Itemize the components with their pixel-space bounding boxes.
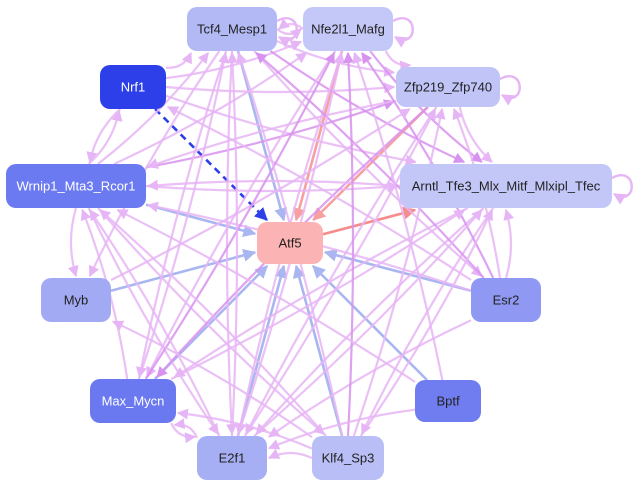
edge-wrnip1-to-arntl: [145, 181, 400, 193]
edge-arntl-to-wrnip1: [146, 179, 401, 191]
edge-wrnip1-to-zfp219: [145, 99, 396, 169]
edge-esr2-to-arntl: [503, 208, 515, 279]
edge-esr2-to-e2f1: [268, 319, 472, 438]
edge-e2f1-to-zfp219: [243, 108, 437, 437]
edge-nrf1-to-atf5: [154, 108, 268, 221]
edge-tcf4-to-arntl: [269, 50, 466, 163]
node-nrf1[interactable]: Nrf1: [100, 65, 166, 109]
node-arntl[interactable]: Arntl_Tfe3_Mlx_Mitf_Mlxipl_Tfec: [400, 164, 612, 208]
node-box: [257, 222, 323, 264]
node-label: Max_Mycn: [102, 394, 165, 409]
node-label: Wrnip1_Mta3_Rcor1: [17, 179, 136, 194]
edge-wrnip1-to-e2f1: [87, 207, 220, 435]
edge-wrnip1-to-klf4: [97, 207, 325, 435]
node-box: [415, 380, 481, 422]
node-nfe2l1[interactable]: Nfe2l1_Mafg: [303, 7, 393, 51]
edge-arntl-to-e2f1: [255, 207, 485, 435]
edge-e2f1-to-arntl: [253, 209, 483, 437]
node-box: [90, 379, 176, 423]
edge-atf5-to-arntl: [322, 206, 417, 236]
edge-bptf-to-nfe2l1: [352, 51, 444, 381]
edge-e2f1-to-tcf4: [227, 51, 239, 437]
edge-e2f1-to-max: [173, 418, 199, 439]
edge-bptf-to-atf5: [312, 265, 428, 381]
edge-tcf4-to-nfe2l1: [276, 28, 302, 40]
node-wrnip1[interactable]: Wrnip1_Mta3_Rcor1: [6, 164, 146, 208]
self-loop-zfp219: [499, 75, 521, 106]
node-bptf[interactable]: Bptf: [415, 380, 481, 422]
node-label: Esr2: [493, 293, 520, 308]
edge-e2f1-to-wrnip1: [88, 209, 221, 437]
edge-klf4-to-wrnip1: [99, 209, 327, 437]
node-label: Atf5: [278, 236, 301, 251]
edge-tcf4-to-max: [135, 50, 228, 379]
node-box: [100, 65, 166, 109]
node-box: [303, 7, 393, 51]
edge-wrnip1-to-nrf1: [87, 109, 123, 165]
node-tcf4[interactable]: Tcf4_Mesp1: [187, 7, 277, 51]
edge-klf4-to-max: [176, 408, 313, 450]
edge-nrf1-to-tcf4: [165, 52, 192, 69]
edge-nfe2l1-to-zfp219: [384, 50, 412, 72]
node-box: [197, 436, 267, 480]
edge-zfp219-to-e2f1: [245, 106, 438, 435]
edge-max-to-arntl: [170, 209, 466, 380]
node-label: Zfp219_Zfp740: [404, 80, 492, 95]
node-box: [396, 67, 500, 107]
edge-bptf-to-wrnip1: [116, 209, 416, 383]
edge-nrf1-to-zfp219: [165, 82, 396, 94]
node-label: Nrf1: [121, 80, 146, 95]
node-label: Bptf: [436, 394, 460, 409]
node-label: E2f1: [219, 451, 246, 466]
edge-tcf4-to-esr2: [253, 50, 483, 277]
edge-bptf-to-e2f1: [267, 408, 416, 450]
node-label: Myb: [64, 293, 89, 308]
edge-zfp219-to-wrnip1: [146, 99, 397, 169]
edge-arntl-to-max: [173, 207, 469, 378]
node-box: [400, 164, 612, 208]
node-box: [312, 436, 384, 480]
node-box: [187, 7, 277, 51]
node-box: [471, 278, 541, 322]
node-label: Nfe2l1_Mafg: [311, 22, 385, 37]
edge-wrnip1-to-myb: [67, 207, 79, 278]
edge-wrnip1-to-tcf4: [97, 52, 210, 165]
node-label: Tcf4_Mesp1: [197, 22, 267, 37]
node-max[interactable]: Max_Mycn: [90, 379, 176, 423]
node-e2f1[interactable]: E2f1: [197, 436, 267, 480]
edge-max-to-tcf4: [137, 51, 230, 380]
edge-layer: [67, 17, 633, 459]
edge-esr2-to-tcf4: [255, 52, 485, 279]
node-box: [41, 278, 111, 322]
node-label: Arntl_Tfe3_Mlx_Mitf_Mlxipl_Tfec: [412, 179, 601, 194]
node-box: [6, 164, 146, 208]
edge-esr2-to-nfe2l1: [361, 52, 495, 279]
edge-nfe2l1-to-tcf4: [278, 18, 304, 30]
node-zfp219[interactable]: Zfp219_Zfp740: [396, 67, 500, 107]
edge-klf4-to-myb: [112, 320, 313, 438]
edge-klf4-to-nfe2l1: [343, 51, 355, 437]
node-klf4[interactable]: Klf4_Sp3: [312, 436, 384, 480]
edge-myb-to-zfp219: [110, 108, 411, 281]
edge-max-to-e2f1: [170, 422, 197, 444]
node-atf5[interactable]: Atf5: [257, 222, 323, 264]
node-esr2[interactable]: Esr2: [471, 278, 541, 322]
edge-max-to-nfe2l1: [144, 52, 336, 380]
node-label: Klf4_Sp3: [322, 451, 375, 466]
edge-arntl-to-klf4: [360, 207, 495, 435]
edge-nrf1-to-wrnip1: [86, 108, 122, 164]
node-myb[interactable]: Myb: [41, 278, 111, 322]
self-loop-arntl: [611, 174, 633, 205]
edge-klf4-to-zfp219: [352, 107, 446, 437]
self-loop-nfe2l1: [392, 17, 414, 48]
edge-nfe2l1-to-arntl: [369, 50, 483, 163]
edge-klf4-to-e2f1: [268, 448, 313, 459]
self-loop-tcf4: [276, 17, 298, 48]
